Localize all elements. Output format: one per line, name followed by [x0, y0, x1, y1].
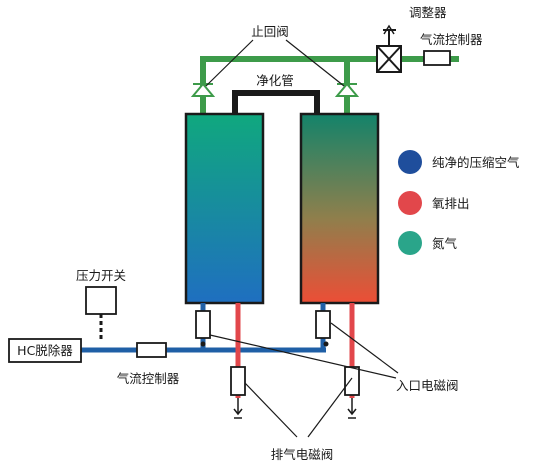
pressure-switch-label: 压力开关	[76, 268, 126, 283]
nitrogen-output-line	[200, 56, 459, 118]
hc-remover-label: HC脱除器	[17, 343, 73, 358]
check-valve-left-icon	[190, 82, 216, 97]
junction-dot-left	[200, 341, 206, 347]
purifier-tube	[232, 90, 320, 115]
leader-lines	[205, 39, 399, 438]
legend-item: 氮气	[398, 231, 458, 255]
flow-controller-bottom-icon	[136, 342, 167, 358]
legend-item: 氧排出	[398, 191, 470, 215]
flow-controller-top-label: 气流控制器	[420, 32, 483, 47]
inlet-solenoid-label: 入口电磁阀	[396, 378, 459, 393]
exhaust-solenoid-label: 排气电磁阀	[271, 447, 334, 462]
adsorber-column-left	[184, 112, 265, 305]
check-valve-right-icon	[334, 82, 360, 97]
check-valve-label: 止回阀	[251, 24, 289, 39]
exhaust-outlet-right-icon	[347, 398, 357, 419]
flow-controller-bottom-label: 气流控制器	[117, 371, 180, 386]
exhaust-outlet-left-icon	[233, 398, 243, 419]
exhaust-solenoid-right-icon	[344, 366, 360, 396]
flow-controller-top-icon	[423, 50, 451, 66]
legend-label: 氧排出	[432, 196, 470, 211]
legend-label: 纯净的压缩空气	[432, 155, 520, 170]
legend-swatch-compressed-air	[398, 150, 422, 174]
legend: 纯净的压缩空气 氧排出 氮气	[398, 150, 520, 255]
hc-remover-box	[8, 338, 82, 363]
inlet-solenoid-right-icon	[315, 310, 331, 339]
regulator-label: 调整器	[409, 5, 447, 20]
junction-dot-right	[323, 341, 329, 347]
adsorber-column-right	[299, 112, 380, 305]
exhaust-solenoid-left-icon	[230, 366, 246, 396]
legend-swatch-nitrogen	[398, 231, 422, 255]
legend-swatch-oxygen	[398, 191, 422, 215]
purifier-tube-label: 净化管	[256, 73, 294, 88]
regulator-icon	[376, 24, 402, 73]
inlet-solenoid-left-icon	[195, 310, 211, 339]
pressure-switch-icon	[85, 286, 117, 315]
legend-label: 氮气	[432, 236, 458, 251]
legend-item: 纯净的压缩空气	[398, 150, 520, 174]
